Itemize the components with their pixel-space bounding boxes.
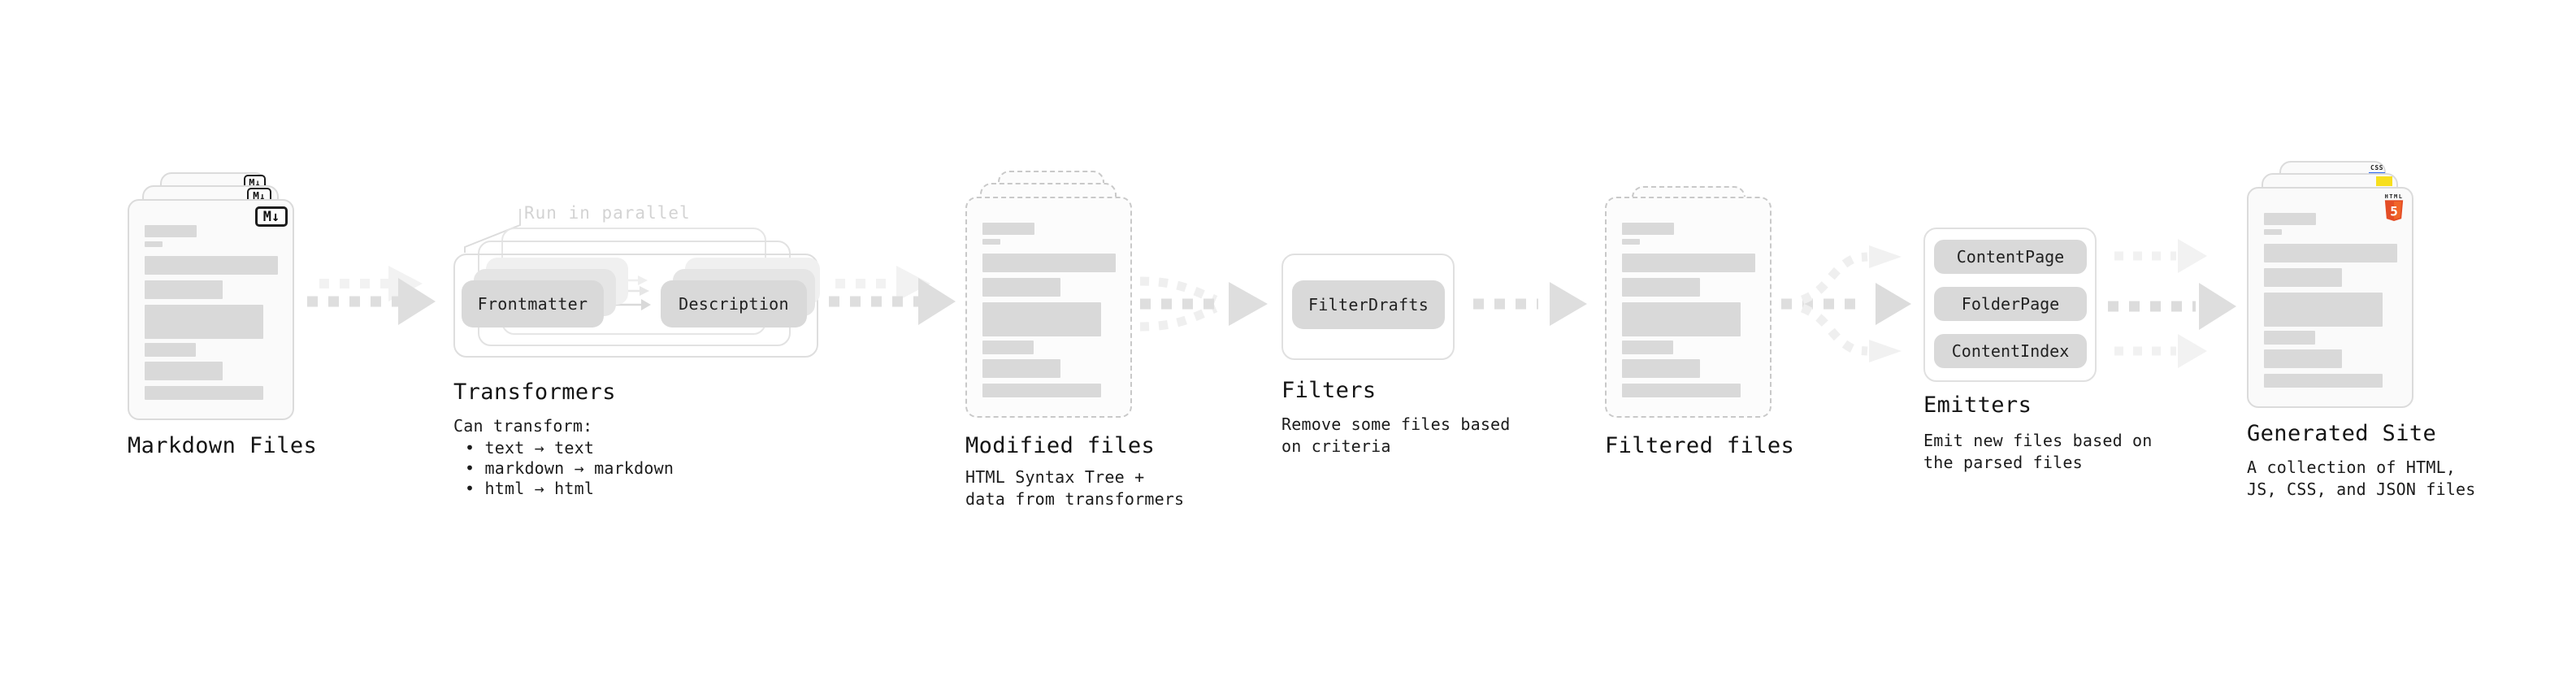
frontmatter-chip: Frontmatter bbox=[462, 280, 604, 327]
html5-file-icon: HTML 5 bbox=[2383, 193, 2405, 224]
css-icon-label: CSS bbox=[2370, 164, 2383, 171]
filters-note: on criteria bbox=[1281, 436, 1391, 456]
emitters-note: the parsed files bbox=[1923, 453, 2083, 472]
transformers-bullet: • html → html bbox=[465, 479, 595, 498]
html5-icon-number: 5 bbox=[2390, 203, 2398, 219]
markdown-files-label: Markdown Files bbox=[128, 433, 318, 458]
emitters-box bbox=[1923, 228, 2097, 382]
markdown-file-sheet-front: M↓ bbox=[128, 199, 294, 420]
document-placeholder-lines bbox=[982, 198, 1119, 397]
contentindex-chip: ContentIndex bbox=[1934, 334, 2087, 368]
transformers-label: Transformers bbox=[453, 380, 616, 405]
transformers-note-title: Can transform: bbox=[453, 416, 593, 436]
run-in-parallel-annotation: Run in parallel bbox=[524, 203, 691, 223]
arrow-markdown-to-transformers bbox=[307, 266, 436, 325]
arrow-filtered-to-emitters-branch bbox=[1781, 245, 1911, 362]
folderpage-chip: FolderPage bbox=[1934, 287, 2087, 321]
arrow-emitters-to-generated bbox=[2108, 239, 2236, 368]
emitters-note: Emit new files based on bbox=[1923, 431, 2153, 450]
html5-shield-icon: 5 bbox=[2384, 200, 2404, 221]
modified-file-sheet-front bbox=[965, 197, 1132, 418]
generated-sheet-html: HTML 5 bbox=[2247, 187, 2413, 408]
description-chip: Description bbox=[661, 280, 807, 327]
modified-files-label: Modified files bbox=[965, 433, 1156, 458]
generated-site-note: A collection of HTML, bbox=[2247, 458, 2457, 477]
filterdrafts-chip: FilterDrafts bbox=[1292, 280, 1445, 329]
document-placeholder-lines bbox=[145, 201, 281, 400]
modified-files-note: HTML Syntax Tree + bbox=[965, 467, 1145, 487]
arrow-transformers-to-modified bbox=[829, 266, 956, 325]
transformers-bullet: • markdown → markdown bbox=[465, 458, 674, 478]
markdown-icon: M↓ bbox=[255, 206, 288, 227]
generated-site-label: Generated Site bbox=[2247, 421, 2437, 446]
document-placeholder-lines bbox=[1622, 198, 1759, 397]
document-placeholder-lines bbox=[2264, 189, 2400, 388]
arrow-modified-to-filters-merge bbox=[1139, 276, 1268, 332]
transformer-box-front bbox=[453, 254, 818, 358]
contentpage-chip: ContentPage bbox=[1934, 240, 2087, 274]
transformers-bullet: • text → text bbox=[465, 438, 595, 458]
generated-site-note: JS, CSS, and JSON files bbox=[2247, 479, 2476, 499]
emitters-label: Emitters bbox=[1923, 393, 2032, 418]
filtered-files-label: Filtered files bbox=[1605, 433, 1795, 458]
filters-label: Filters bbox=[1281, 378, 1377, 403]
js-file-icon bbox=[2376, 176, 2392, 186]
filters-note: Remove some files based bbox=[1281, 414, 1511, 434]
run-in-parallel-connector bbox=[464, 209, 521, 253]
filters-box bbox=[1281, 254, 1455, 360]
filtered-file-sheet-front bbox=[1605, 197, 1772, 418]
arrow-filters-to-filtered bbox=[1473, 282, 1587, 326]
html5-icon-label: HTML bbox=[2384, 193, 2404, 200]
modified-files-note: data from transformers bbox=[965, 489, 1185, 509]
